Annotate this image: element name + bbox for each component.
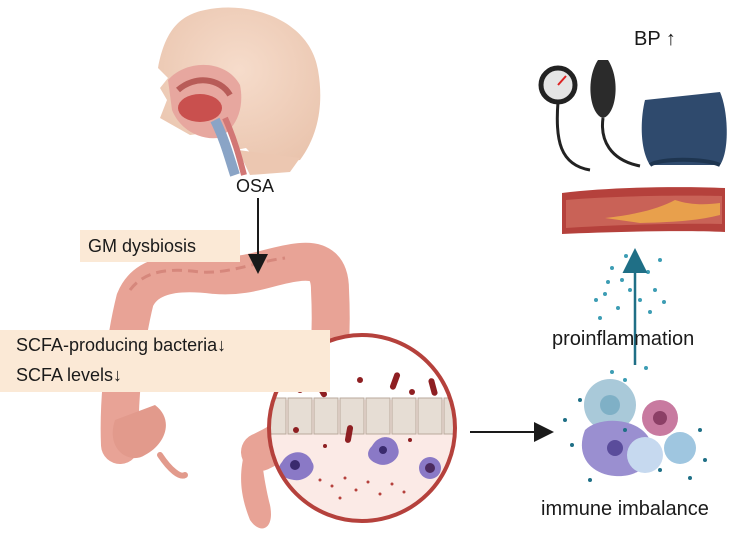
head-illustration: [158, 7, 321, 177]
osa-label: OSA: [236, 176, 275, 196]
immune-cell-icon: [278, 437, 441, 481]
scfa-levels-label: SCFA levels↓: [16, 365, 122, 386]
cytokine-particles: [594, 254, 666, 382]
down-arrow-icon: ↓: [217, 335, 227, 355]
scfa-box: [0, 330, 330, 392]
scfa-levels-text: SCFA levels: [16, 365, 114, 385]
bp-label: BP ↑: [634, 28, 676, 51]
blood-pressure-cuff-icon: [538, 60, 727, 172]
down-arrow-icon: ↓: [113, 365, 123, 385]
gm-dysbiosis-label: GM dysbiosis: [88, 236, 197, 256]
up-arrow-icon: ↑: [665, 28, 676, 50]
scfa-bacteria-text: SCFA-producing bacteria: [16, 335, 218, 355]
proinflammation-label: proinflammation: [552, 328, 695, 350]
blood-vessel-icon: [562, 187, 725, 234]
immune-cell-cluster: [563, 379, 707, 482]
immune-imbalance-label: immune imbalance: [541, 498, 709, 520]
gm-dysbiosis-box: [80, 230, 240, 262]
scfa-bacteria-label: SCFA-producing bacteria↓: [16, 335, 226, 356]
bp-text: BP: [634, 28, 661, 50]
